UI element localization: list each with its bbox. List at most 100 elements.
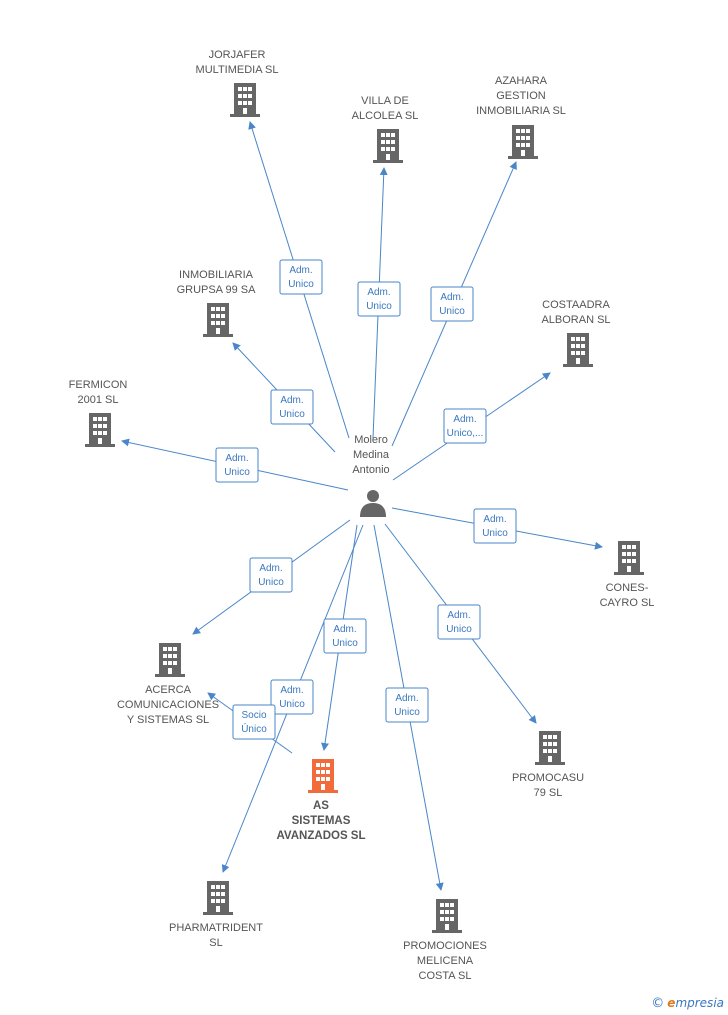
- company-node-grupsa[interactable]: INMOBILIARIA GRUPSA 99 SA: [177, 269, 257, 337]
- relation-label-box: [437, 604, 481, 640]
- relation-label-melicena[interactable]: Adm.Unico: [385, 687, 429, 723]
- relation-label-text: Unico: [279, 699, 305, 710]
- company-name-line: VILLA DE: [361, 95, 409, 107]
- company-node-melicena[interactable]: PROMOCIONES MELICENA COSTA SL: [403, 899, 487, 982]
- relation-label-fermicon[interactable]: Adm. Unico: [215, 447, 259, 483]
- company-name-line: GESTION: [496, 90, 546, 102]
- company-name-line: PHARMATRIDENT: [169, 922, 263, 934]
- company-name-line: CONES-: [606, 582, 649, 594]
- building-icon: [203, 303, 233, 337]
- building-icon: [535, 731, 565, 765]
- relation-label-text: Adm.: [280, 685, 303, 696]
- relation-label-text: Unico: [224, 467, 250, 478]
- company-name-line: AVANZADOS SL: [276, 830, 365, 842]
- person-icon: [360, 490, 386, 517]
- building-icon: [230, 83, 260, 117]
- building-icon: [203, 881, 233, 915]
- company-name-line: JORJAFER: [209, 49, 266, 61]
- relation-label-cones[interactable]: Adm.Unico: [473, 508, 517, 544]
- company-name-line: PROMOCASU: [512, 772, 584, 784]
- company-node-costaadra[interactable]: COSTAADRA ALBORAN SL: [541, 299, 611, 367]
- relation-label-acerca[interactable]: Adm. Unico: [249, 557, 293, 593]
- company-name-line: CAYRO SL: [600, 597, 655, 609]
- relation-label-text: Adm.: [280, 395, 303, 406]
- company-name-line: PROMOCIONES: [403, 940, 487, 952]
- person-name-line: Antonio: [352, 464, 389, 476]
- relation-label-box: [215, 447, 259, 483]
- company-name-line: COMUNICACIONES: [117, 699, 219, 711]
- company-name-line: AZAHARA: [495, 75, 548, 87]
- company-name-line: GRUPSA 99 SA: [177, 284, 257, 296]
- brand-name: mpresia: [675, 996, 724, 1010]
- empresia-brand[interactable]: ©empresia: [651, 996, 724, 1011]
- relation-label-text: Adm.: [259, 563, 282, 574]
- company-name-line: INMOBILIARIA SL: [476, 105, 566, 117]
- company-name-line: ALCOLEA SL: [352, 110, 419, 122]
- building-icon: [508, 125, 538, 159]
- company-name-line: INMOBILIARIA: [179, 269, 254, 281]
- building-icon: [614, 541, 644, 575]
- person-name-line: Medina: [353, 449, 390, 461]
- relation-label-pharma[interactable]: Adm. Unico: [270, 679, 314, 715]
- company-node-azahara[interactable]: AZAHARA GESTION INMOBILIARIA SL: [476, 75, 566, 159]
- building-icon: [432, 899, 462, 933]
- relation-label-text: Unico,...: [447, 428, 484, 439]
- company-name-line: 2001 SL: [78, 394, 119, 406]
- person-name-line: Molero: [354, 434, 388, 446]
- company-name-line: ACERCA: [145, 684, 192, 696]
- company-name-line: AS: [313, 800, 329, 812]
- company-name-line: FERMICON: [69, 379, 128, 391]
- relation-label-box: [249, 557, 293, 593]
- relation-label-as[interactable]: Adm.Unico: [323, 618, 367, 654]
- brand-logo-e: e: [667, 996, 676, 1010]
- company-name-line: MULTIMEDIA SL: [196, 64, 279, 76]
- company-node-acerca[interactable]: ACERCA COMUNICACIONES Y SISTEMAS SL: [117, 643, 219, 726]
- company-node-cones[interactable]: CONES- CAYRO SL: [600, 541, 655, 609]
- relation-label-box: [279, 259, 323, 295]
- company-name-line: ALBORAN SL: [541, 314, 610, 326]
- company-name-line: MELICENA: [417, 955, 474, 967]
- relation-label-text: Unico: [439, 306, 465, 317]
- company-name-line: COSTA SL: [419, 970, 472, 982]
- relation-label-text: Adm.: [440, 292, 463, 303]
- relation-label-text: Unico: [279, 409, 305, 420]
- relation-label-promocasu[interactable]: Adm.Unico: [437, 604, 481, 640]
- person-icon-body: [360, 503, 386, 517]
- relation-label-box: [270, 679, 314, 715]
- relation-label-text: Unico: [258, 577, 284, 588]
- relation-label-azahara[interactable]: Adm. Unico: [430, 286, 474, 322]
- relation-label-villa[interactable]: Adm. Unico: [357, 281, 401, 317]
- company-node-jorjafer[interactable]: JORJAFER MULTIMEDIA SL: [196, 49, 279, 117]
- company-node-pharma[interactable]: PHARMATRIDENT SL: [169, 881, 263, 949]
- company-name-line: COSTAADRA: [542, 299, 610, 311]
- person-icon-head: [367, 490, 379, 502]
- company-node-as[interactable]: AS SISTEMAS AVANZADOS SL: [276, 759, 366, 842]
- relation-label-jorjafer[interactable]: Adm.Unico: [279, 259, 323, 295]
- relation-label-text: Adm.: [367, 287, 390, 298]
- building-icon: [373, 129, 403, 163]
- relation-label-box: [443, 408, 487, 444]
- relation-label-grupsa[interactable]: Adm. Unico: [270, 389, 314, 425]
- relation-label-text: Adm.: [225, 453, 248, 464]
- relation-label-text: Adm.: [333, 624, 356, 635]
- relation-label-box: [430, 286, 474, 322]
- relation-label-text: Único: [241, 722, 267, 735]
- company-name-line: SISTEMAS: [292, 815, 351, 827]
- company-node-fermicon[interactable]: FERMICON 2001 SL: [69, 379, 128, 447]
- company-node-villa[interactable]: VILLA DE ALCOLEA SL: [352, 95, 419, 163]
- relation-label-text: Socio: [241, 710, 266, 721]
- relation-label-text: Unico: [446, 624, 472, 635]
- company-name-line: SL: [209, 937, 222, 949]
- nodes-layer: JORJAFER MULTIMEDIA SL VILLA DE ALCOLEA SL A…: [69, 49, 655, 982]
- relation-label-costaadra[interactable]: Adm. Unico,...: [443, 408, 487, 444]
- relation-label-text: Adm.: [453, 414, 476, 425]
- relation-label-text: Unico: [394, 707, 420, 718]
- company-name-line: Y SISTEMAS SL: [127, 714, 209, 726]
- relation-label-text: Unico: [366, 301, 392, 312]
- relation-label-box: [357, 281, 401, 317]
